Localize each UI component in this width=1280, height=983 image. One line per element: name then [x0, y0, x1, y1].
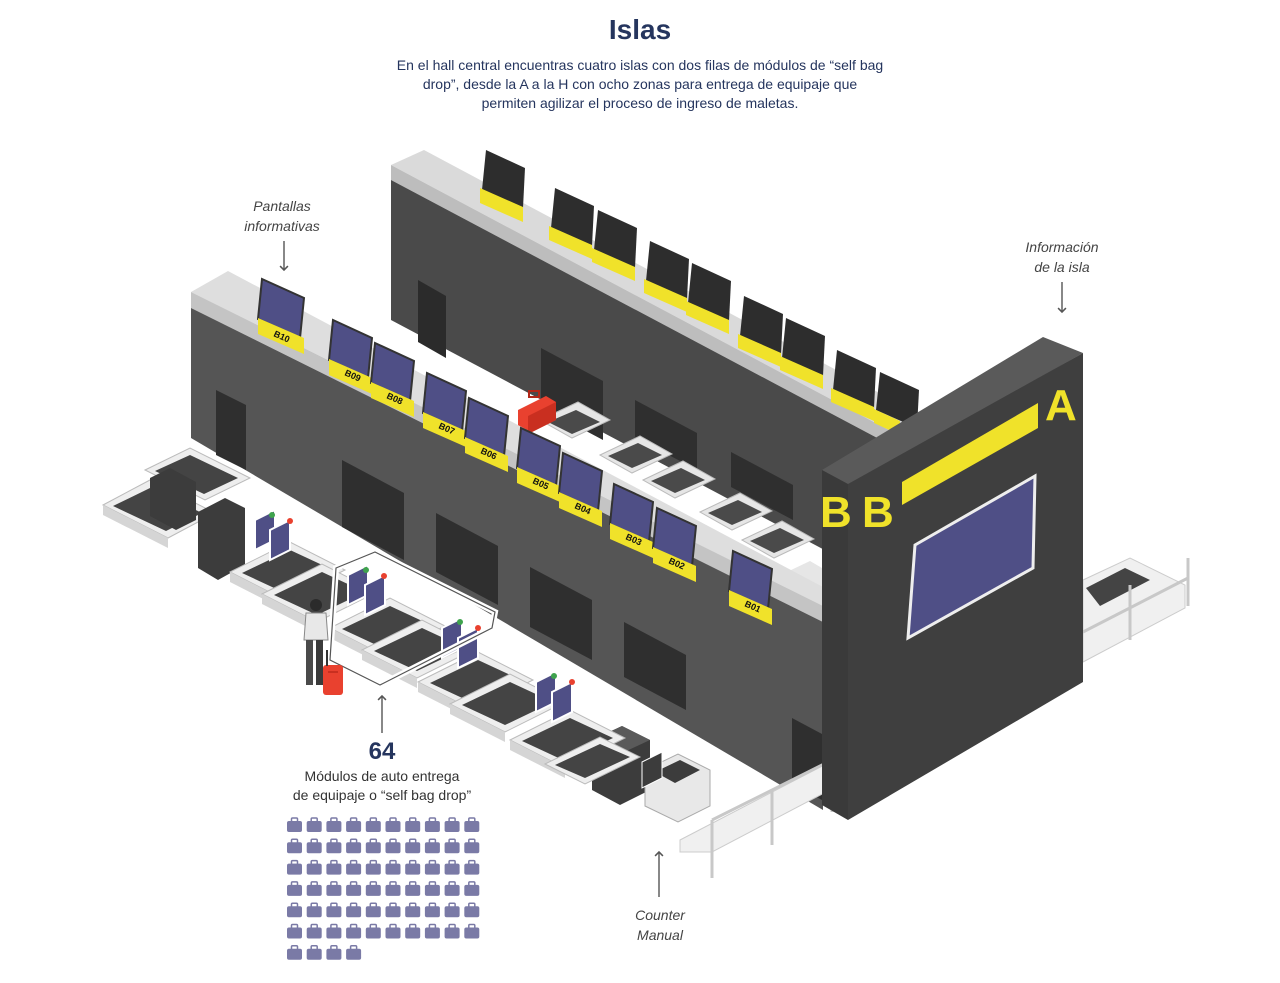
suitcase-icon: [306, 945, 322, 960]
suitcase-icon: [405, 881, 421, 896]
suitcase-icon: [424, 859, 440, 875]
suitcase-icon: [444, 881, 460, 896]
suitcase-icon: [346, 881, 362, 896]
stat-value: 64: [368, 738, 396, 765]
suitcase-red-conveyor: [518, 390, 556, 434]
callout-screens-line2: informativas: [244, 218, 320, 234]
island-letter-b-edge: B: [820, 488, 852, 537]
suitcase-icon: [365, 817, 381, 832]
suitcase-icon: [464, 881, 480, 896]
suitcase-icon: [287, 945, 302, 960]
suitcase-icon: [365, 902, 381, 918]
stat-label-line1: Módulos de auto entrega: [304, 768, 460, 784]
suitcase-icon: [424, 817, 440, 832]
suitcase-icon: [306, 817, 322, 832]
suitcase-icon: [306, 881, 322, 896]
suitcase-icon: [405, 923, 421, 939]
suitcase-icon: [326, 881, 342, 896]
suitcase-red-passenger: [323, 650, 343, 695]
suitcase-icon: [306, 859, 322, 875]
callout-counter-line2: Manual: [637, 927, 683, 943]
suitcase-icon: [346, 945, 362, 960]
suitcase-icon: [385, 881, 401, 896]
suitcase-icon: [385, 838, 401, 854]
suitcase-icon: [385, 923, 401, 939]
suitcase-icon: [326, 902, 342, 918]
callout-counter-line1: Counter: [635, 907, 685, 923]
suitcase-icon: [405, 902, 421, 918]
suitcase-icon: [424, 881, 440, 896]
suitcase-icon: [424, 902, 440, 918]
suitcase-icon: [385, 902, 401, 918]
front-railing: [679, 758, 834, 878]
suitcase-icon: [365, 881, 381, 896]
suitcase-icon: [326, 859, 342, 875]
suitcase-icon: [306, 923, 322, 939]
suitcase-icon: [444, 923, 460, 939]
suitcase-icon: [306, 902, 322, 918]
suitcase-icon: [444, 817, 460, 832]
back-screens: [480, 150, 919, 435]
suitcase-icon: [326, 817, 342, 832]
suitcase-icon: [444, 902, 460, 918]
island-letter-a: A: [1045, 381, 1077, 430]
suitcase-icon: [444, 859, 460, 875]
callout-info-line1: Información: [1025, 239, 1099, 255]
suitcase-icon: [287, 923, 302, 939]
suitcase-icon: [287, 881, 302, 896]
callout-screens-line1: Pantallas: [253, 198, 311, 214]
island-tower: B B A: [820, 337, 1083, 820]
suitcase-icon: [405, 859, 421, 875]
suitcase-icon: [287, 859, 302, 875]
suitcase-icon: [424, 838, 440, 854]
suitcase-icon: [365, 859, 381, 875]
suitcase-icon: [287, 838, 302, 854]
suitcase-icon: [464, 838, 480, 854]
island-letter-b: B: [862, 488, 894, 537]
suitcase-icon: [385, 859, 401, 875]
callout-counter: Counter Manual: [610, 905, 710, 945]
callout-island-info: Información de la isla: [1000, 237, 1124, 277]
page-title: Islas: [608, 14, 672, 45]
suitcase-icon: [326, 945, 342, 960]
callout-arrows: [279, 241, 1067, 897]
front-screens: [256, 277, 774, 625]
suitcase-icon: [424, 923, 440, 939]
suitcase-icon: [464, 923, 480, 939]
suitcase-icon-grid: [287, 817, 480, 960]
suitcase-icon: [346, 859, 362, 875]
page-subtitle: En el hall central encuentras cuatro isl…: [396, 57, 884, 111]
suitcase-icon: [444, 838, 460, 854]
suitcase-icon: [464, 902, 480, 918]
suitcase-icon: [306, 838, 322, 854]
suitcase-icon: [365, 838, 381, 854]
suitcase-icon: [385, 817, 401, 832]
right-railing: [1082, 557, 1190, 663]
suitcase-icon: [346, 838, 362, 854]
suitcase-icon: [464, 817, 480, 832]
suitcase-icon: [346, 902, 362, 918]
suitcase-icon: [326, 838, 342, 854]
suitcase-icon: [365, 923, 381, 939]
suitcase-icon: [405, 838, 421, 854]
suitcase-icon: [464, 859, 480, 875]
stat-label: Módulos de auto entrega de equipaje o “s…: [272, 767, 492, 805]
suitcase-icon: [405, 817, 421, 832]
bag-drop-rows: [101, 447, 642, 785]
suitcase-icon: [287, 902, 302, 918]
stat-label-line2: de equipaje o “self bag drop”: [292, 787, 472, 803]
callout-info-line2: de la isla: [1034, 259, 1090, 275]
suitcase-icon: [326, 923, 342, 939]
suitcase-icon: [346, 817, 362, 832]
passenger-figure: [303, 599, 329, 685]
suitcase-icon: [287, 817, 302, 832]
suitcase-icon: [346, 923, 362, 939]
callout-screens: Pantallas informativas: [222, 196, 342, 236]
